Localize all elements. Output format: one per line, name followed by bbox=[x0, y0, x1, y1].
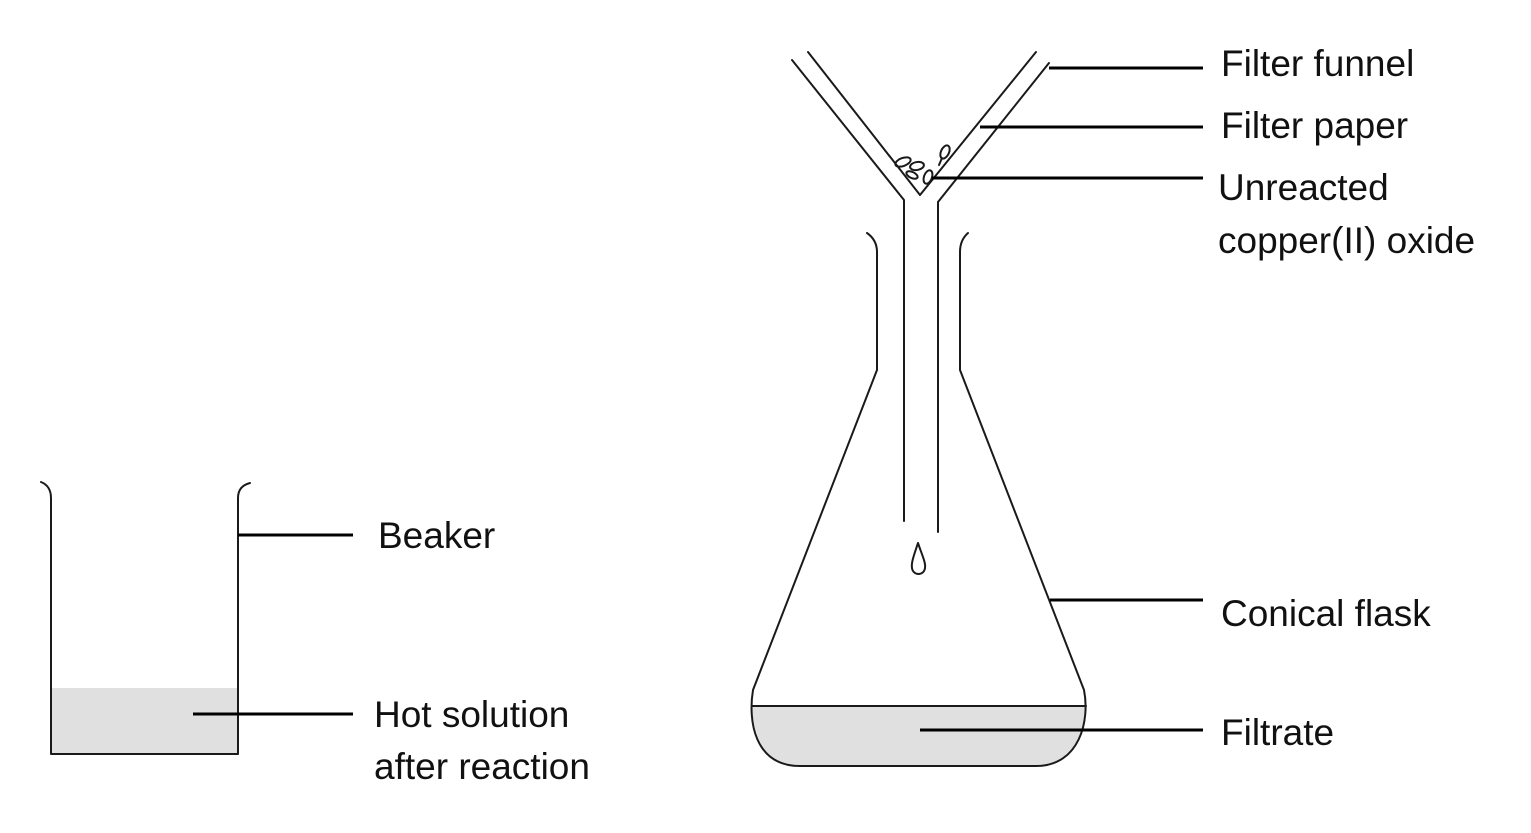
funnel-left-wall bbox=[791, 59, 905, 522]
hot-solution-label-line1: Hot solution bbox=[374, 694, 569, 735]
funnel-right-wall bbox=[937, 62, 1050, 533]
filter-funnel-label: Filter funnel bbox=[1221, 43, 1414, 84]
labels: Beaker Hot solution after reaction Filte… bbox=[374, 43, 1475, 787]
filter-paper-label: Filter paper bbox=[1221, 105, 1408, 146]
unreacted-label-line1: Unreacted bbox=[1218, 167, 1389, 208]
beaker bbox=[40, 481, 251, 755]
copper-oxide-solids bbox=[894, 144, 951, 185]
leader-lines bbox=[193, 66, 1203, 732]
hot-solution-liquid bbox=[51, 688, 238, 754]
filtrate-drop-icon bbox=[910, 542, 927, 575]
conical-flask bbox=[750, 232, 1087, 767]
beaker-outline bbox=[40, 481, 251, 755]
filter-paper bbox=[807, 51, 1037, 196]
hot-solution-label-line2: after reaction bbox=[374, 746, 590, 787]
beaker-label: Beaker bbox=[378, 515, 495, 556]
filter-funnel bbox=[791, 51, 1050, 575]
filtrate-liquid bbox=[752, 706, 1086, 766]
conical-flask-outline bbox=[750, 232, 1087, 767]
conical-flask-label: Conical flask bbox=[1221, 593, 1431, 634]
unreacted-label-line2: copper(II) oxide bbox=[1218, 220, 1475, 261]
filtrate-label: Filtrate bbox=[1221, 712, 1334, 753]
